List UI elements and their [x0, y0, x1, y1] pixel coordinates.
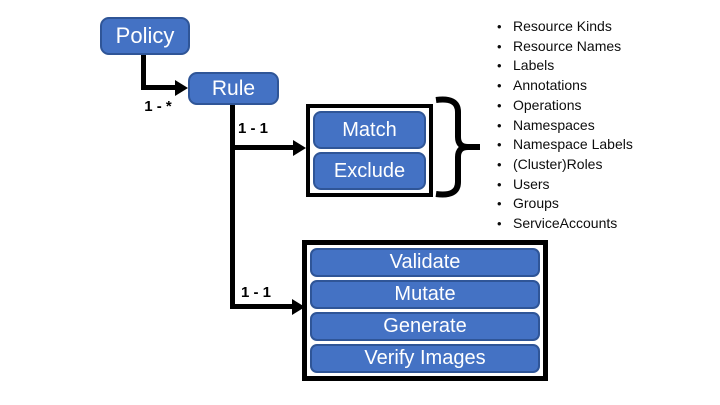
list-item: • Namespace Labels	[497, 135, 717, 155]
policy-node-label: Policy	[115, 23, 175, 48]
bullet-icon: •	[497, 117, 502, 133]
list-item-label: (Cluster)Roles	[513, 155, 603, 172]
arrowhead-policy-rule	[175, 80, 188, 96]
rule-node: Rule	[188, 72, 279, 105]
exclude-node-label: Exclude	[333, 159, 406, 182]
cardinality-policy-rule: 1 - *	[144, 98, 172, 115]
bullet-icon: •	[497, 196, 502, 212]
match-node-label: Match	[342, 118, 397, 141]
list-item-label: Namespaces	[513, 116, 595, 133]
connector-rule-trunk-vertical	[230, 105, 235, 309]
connector-rule-actions-horizontal	[230, 304, 293, 309]
cardinality-rule-actions: 1 - 1	[241, 284, 272, 301]
cardinality-rule-match: 1 - 1	[238, 120, 269, 137]
mutate-node: Mutate	[310, 280, 540, 309]
arrowhead-rule-actions	[292, 299, 305, 315]
bullet-icon: •	[497, 58, 502, 74]
list-item: • Labels	[497, 56, 717, 76]
bullet-icon: •	[497, 38, 502, 54]
list-item-label: Resource Kinds	[513, 18, 612, 34]
verify-images-node: Verify Images	[310, 344, 540, 373]
rule-node-label: Rule	[211, 76, 256, 100]
list-item-label: Operations	[513, 96, 582, 113]
list-item-label: Annotations	[513, 77, 587, 94]
list-item-label: Labels	[513, 57, 555, 74]
bullet-icon: •	[497, 176, 502, 192]
list-item: • ServiceAccounts	[497, 214, 717, 234]
match-criteria-list: •Resource Kinds •Resource Names •Labels …	[497, 17, 717, 234]
bullet-icon: •	[497, 137, 502, 153]
list-item-label: Groups	[513, 195, 559, 212]
connector-policy-rule-horizontal	[141, 85, 176, 90]
list-item-label: ServiceAccounts	[513, 215, 618, 232]
list-item-label: Users	[513, 175, 550, 192]
validate-node-label: Validate	[389, 251, 461, 273]
bullet-icon: •	[497, 216, 502, 232]
validate-node: Validate	[310, 248, 540, 277]
verify-images-node-label: Verify Images	[364, 347, 486, 369]
list-item: • Users	[497, 175, 717, 195]
arrowhead-rule-match	[293, 140, 306, 156]
mutate-node-label: Mutate	[394, 283, 456, 305]
list-item: • Resource Kinds	[497, 17, 717, 37]
list-item: • Operations	[497, 96, 717, 116]
list-item: • (Cluster)Roles	[497, 155, 717, 175]
policy-node: Policy	[100, 17, 190, 55]
generate-node: Generate	[310, 312, 540, 341]
list-item-label: Resource Names	[513, 37, 622, 54]
bullet-icon: •	[497, 97, 502, 113]
bullet-icon: •	[497, 156, 502, 172]
bullet-icon: •	[497, 78, 502, 94]
generate-node-label: Generate	[383, 315, 467, 337]
exclude-node: Exclude	[313, 152, 426, 190]
list-item: • Resource Names	[497, 37, 717, 57]
bullet-icon: •	[497, 19, 502, 34]
connector-rule-match-horizontal	[230, 145, 294, 150]
list-item: • Namespaces	[497, 116, 717, 136]
match-node: Match	[313, 111, 426, 149]
list-item-label: Namespace Labels	[513, 136, 633, 153]
match-exclude-group: Match Exclude	[306, 104, 433, 197]
list-item: • Groups	[497, 194, 717, 214]
connector-policy-rule-vertical	[141, 55, 146, 90]
list-item: • Annotations	[497, 76, 717, 96]
rule-actions-group: Validate Mutate Generate Verify Images	[302, 240, 548, 381]
curly-brace-icon	[435, 96, 480, 198]
